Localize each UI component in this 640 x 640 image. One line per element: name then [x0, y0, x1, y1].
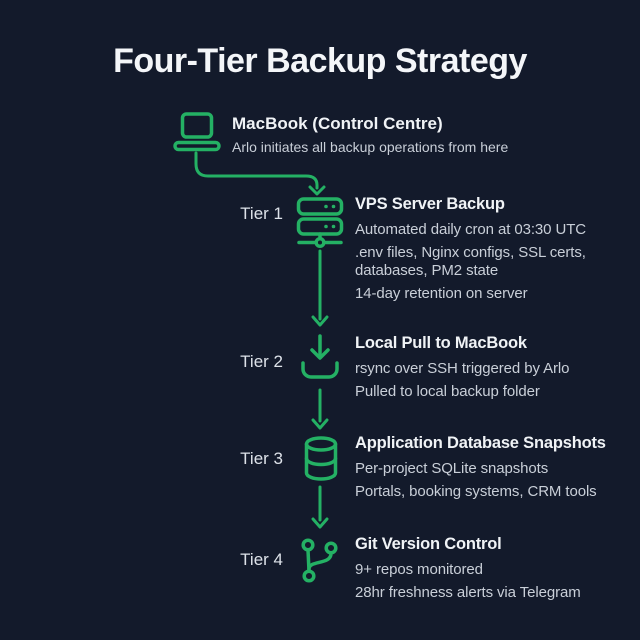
download-icon	[301, 334, 339, 379]
tier4-detail: 28hr freshness alerts via Telegram	[355, 584, 581, 601]
tier1-block: VPS Server Backup Automated daily cron a…	[355, 195, 627, 308]
tier2-heading: Local Pull to MacBook	[355, 334, 527, 352]
tier4-label: Tier 4	[240, 550, 283, 569]
tier4-block: Git Version Control 9+ repos monitored 2…	[355, 535, 627, 607]
tier2-detail: rsync over SSH triggered by Arlo	[355, 360, 570, 377]
control-centre-subheading: Arlo initiates all backup operations fro…	[232, 139, 509, 155]
tier2-detail: Pulled to local backup folder	[355, 383, 540, 400]
tier3-block: Application Database Snapshots Per-proje…	[355, 434, 627, 506]
database-icon	[304, 436, 338, 481]
tier1-label: Tier 1	[240, 204, 283, 223]
tier1-detail: 14-day retention on server	[355, 285, 528, 302]
tier3-detail: Per-project SQLite snapshots	[355, 460, 549, 477]
control-centre-heading: MacBook (Control Centre)	[232, 114, 443, 133]
tier3-label: Tier 3	[240, 449, 283, 468]
tier4-detail: 9+ repos monitored	[355, 561, 483, 578]
tier1-heading: VPS Server Backup	[355, 195, 505, 213]
elbow-arrow-macbook-to-tier1	[194, 151, 326, 196]
server-icon	[296, 197, 344, 249]
tier2-block: Local Pull to MacBook rsync over SSH tri…	[355, 334, 627, 406]
laptop-icon	[173, 112, 221, 152]
page-title: Four-Tier Backup Strategy	[113, 42, 527, 80]
git-branch-icon	[301, 538, 338, 583]
down-arrow-tier3-to-tier4	[311, 485, 329, 529]
tier2-label: Tier 2	[240, 352, 283, 371]
down-arrow-tier1-to-tier2	[311, 249, 329, 327]
tier4-heading: Git Version Control	[355, 535, 502, 553]
tier1-detail: .env files, Nginx configs, SSL certs, da…	[355, 244, 586, 279]
tier3-heading: Application Database Snapshots	[355, 434, 606, 452]
tier3-detail: Portals, booking systems, CRM tools	[355, 483, 597, 500]
down-arrow-tier2-to-tier3	[311, 388, 329, 430]
tier1-detail: Automated daily cron at 03:30 UTC	[355, 221, 586, 238]
